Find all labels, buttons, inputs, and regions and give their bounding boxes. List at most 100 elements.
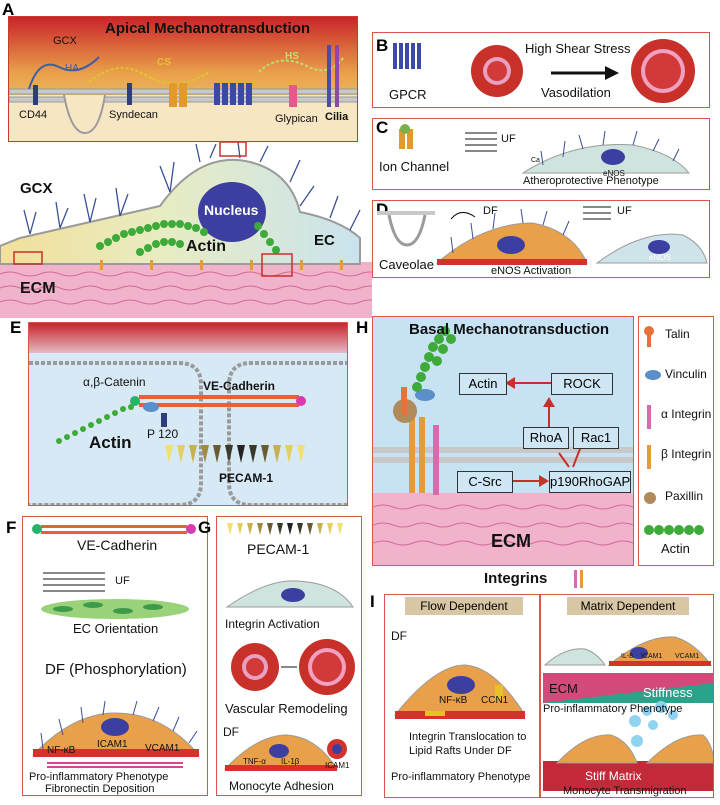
panel-i-svg	[393, 636, 713, 791]
matrix-dependent-tag: Matrix Dependent	[567, 597, 689, 615]
panel-h-letter: H	[356, 318, 369, 337]
h-ecm-label: ECM	[491, 531, 531, 551]
talin-icon	[644, 326, 654, 347]
label-icam1-f: ICAM1	[97, 739, 128, 750]
label-glypican: Glypican	[275, 113, 318, 125]
label-transmigration: Monocyte Transmigration	[563, 785, 687, 797]
cell-gcx-label: GCX	[20, 180, 53, 197]
label-uf-f: UF	[115, 575, 130, 587]
panel-i: Flow Dependent Matrix Dependent DF NF-κB…	[384, 594, 714, 798]
legend-item-alpha-integrin: α Integrin	[643, 403, 713, 439]
label-pro-inflammatory-i-left: Pro-inflammatory Phenotype	[391, 771, 531, 783]
cell-diagram: GCX Nucleus Actin EC ECM	[0, 141, 381, 320]
label-integrin-activation: Integrin Activation	[225, 617, 320, 631]
label-icam1-g: ICAM1	[325, 761, 350, 770]
label-ccn1: CCN1	[481, 695, 509, 706]
label-cd44: CD44	[19, 109, 48, 121]
legend-list: Talin Vinculin α Integrin β Integrin Pax…	[639, 317, 713, 565]
cell-actin-label: Actin	[186, 238, 226, 255]
integrins-heading: Integrins	[484, 570, 548, 587]
label-il8: IL-8	[621, 653, 634, 660]
label-cs: CS	[157, 57, 171, 68]
panel-e: α,β-Catenin VE-Cadherin P 120 Actin PECA…	[28, 322, 348, 506]
panel-d: DF UF eNOS Caveolae eNOS Activation	[372, 200, 710, 278]
label-df-d: DF	[483, 205, 498, 217]
box-actin: Actin	[459, 373, 507, 395]
panel-c-letter: C	[376, 118, 389, 137]
panel-a-letter: A	[2, 0, 15, 19]
legend-label-vinculin: Vinculin	[665, 367, 707, 381]
label-ion-channel: Ion Channel	[379, 159, 450, 174]
label-df-phos: DF (Phosphorylation)	[45, 661, 187, 678]
label-stiff-matrix: Stiff Matrix	[585, 769, 642, 783]
label-ha: HA	[65, 63, 79, 74]
label-ecm-i: ECM	[549, 681, 578, 696]
label-df-i: DF	[391, 629, 407, 643]
panel-f-letter: F	[6, 518, 17, 537]
nucleus-label: Nucleus	[204, 202, 259, 218]
paxillin-icon	[644, 492, 656, 504]
label-cilia: Cilia	[325, 111, 349, 123]
label-enos-d: eNOS	[649, 253, 671, 262]
box-rhoa: RhoA	[523, 427, 569, 449]
label-pro-inflammatory-f: Pro-inflammatory Phenotype	[29, 771, 169, 783]
legend-item-beta-integrin: β Integrin	[643, 443, 713, 479]
label-ca: Ca	[531, 157, 540, 164]
label-pecam-e: PECAM-1	[219, 471, 274, 485]
label-catenin: α,β-Catenin	[83, 375, 146, 389]
label-gcx-inset: GCX	[53, 35, 77, 47]
label-gpcr: GPCR	[389, 87, 427, 102]
label-vecadherin-f: VE-Cadherin	[77, 537, 158, 553]
label-caveolae: Caveolae	[379, 257, 434, 272]
panel-h: Basal Mechanotransduction Actin ROCK Rho…	[372, 316, 634, 566]
cell-svg	[0, 141, 381, 318]
legend-label-beta-integrin: β Integrin	[661, 447, 712, 461]
alpha-integrin-icon	[647, 405, 651, 429]
label-vascular-remodeling: Vascular Remodeling	[225, 701, 348, 716]
panel-e-svg	[29, 323, 347, 505]
panel-d-svg	[377, 206, 708, 265]
panel-f: VE-Cadherin UF EC Orientation DF (Phosph…	[22, 516, 208, 796]
label-monocyte-adhesion: Monocyte Adhesion	[229, 779, 334, 793]
integrins-heading-icon	[574, 570, 583, 588]
label-uf-d: UF	[617, 205, 632, 217]
label-df-g: DF	[223, 725, 239, 739]
label-nfkb-i: NF-κB	[439, 695, 468, 706]
label-enos-c: eNOS	[603, 169, 625, 178]
legend-item-vinculin: Vinculin	[643, 363, 713, 399]
panel-h-svg	[373, 326, 633, 565]
h-title: Basal Mechanotransduction	[409, 321, 610, 338]
panel-g-svg	[223, 523, 355, 771]
legend-label-talin: Talin	[665, 327, 690, 341]
label-il1b: IL-1β	[281, 757, 300, 766]
label-high-shear: High Shear Stress	[525, 41, 631, 56]
legend-label-actin: Actin	[661, 541, 690, 556]
cell-ecm-label: ECM	[20, 280, 56, 297]
actin-icon	[644, 525, 704, 535]
panel-c: Ion Channel UF Ca eNOS Atheroprotective …	[372, 118, 710, 190]
label-vasodilation: Vasodilation	[541, 85, 611, 100]
legend-label-alpha-integrin: α Integrin	[661, 407, 712, 421]
panel-b-letter: B	[376, 36, 389, 55]
label-stiffness: Stiffness	[643, 685, 693, 700]
label-atheroprotective: Atheroprotective Phenotype	[523, 175, 659, 187]
label-vcam1-i: VCAM1	[675, 653, 700, 660]
ec-label: EC	[314, 232, 335, 249]
label-nfkb-f: NF-κB	[47, 745, 76, 756]
panel-f-svg	[31, 524, 201, 768]
label-syndecan: Syndecan	[109, 109, 158, 121]
label-p120: P 120	[147, 427, 179, 441]
panel-g-letter: G	[198, 518, 212, 537]
legend-item-actin: Actin	[643, 523, 713, 563]
legend-item-talin: Talin	[643, 323, 713, 359]
apical-inset-svg	[9, 17, 357, 141]
label-enos-activation: eNOS Activation	[491, 265, 572, 277]
box-csrc: C-Src	[457, 471, 513, 493]
box-p190: p190RhoGAP	[549, 471, 631, 493]
box-rock: ROCK	[551, 373, 613, 395]
panel-e-letter: E	[10, 318, 22, 337]
label-vcam1-f: VCAM1	[145, 743, 180, 754]
vinculin-icon	[645, 370, 661, 380]
label-vecadherin-e: VE-Cadherin	[203, 379, 276, 393]
label-fibronectin: Fibronectin Deposition	[45, 783, 155, 795]
